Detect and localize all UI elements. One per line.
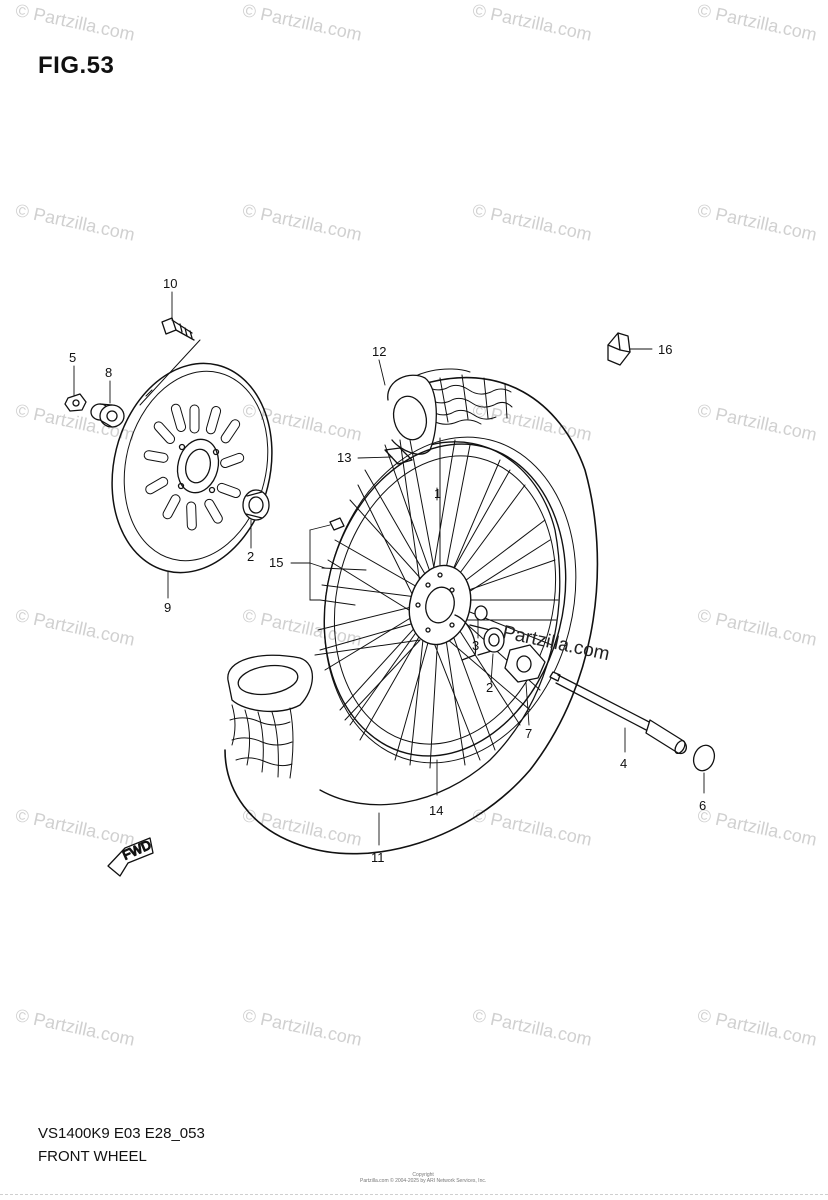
valve-cap <box>607 332 631 366</box>
bearing-right <box>483 627 505 653</box>
nut <box>64 393 87 412</box>
callout-5: 5 <box>69 350 76 365</box>
bearing-left <box>242 489 270 521</box>
valve-strip <box>384 447 413 465</box>
tire <box>224 368 599 855</box>
axle-cap <box>692 744 716 772</box>
callout-14: 14 <box>429 803 443 818</box>
callout-4: 4 <box>620 756 627 771</box>
callout-10: 10 <box>163 276 177 291</box>
callout-2-right: 2 <box>486 680 493 695</box>
front-axle <box>549 671 688 755</box>
disc-bolt <box>161 317 195 341</box>
callout-2-left: 2 <box>247 549 254 564</box>
spoke-nipple <box>319 517 367 606</box>
callout-12: 12 <box>372 344 386 359</box>
figure-title: FIG.53 <box>38 52 115 79</box>
callout-11: 11 <box>371 850 385 865</box>
callout-3: 3 <box>472 638 479 653</box>
copyright-line-1: Copyright <box>412 1172 434 1178</box>
bottom-rule <box>0 1194 828 1195</box>
leader-lines <box>73 291 705 846</box>
brake-disc <box>111 362 273 574</box>
callout-7: 7 <box>525 726 532 741</box>
axle-spacer <box>504 644 546 683</box>
rim <box>323 436 577 764</box>
figure-caption: FRONT WHEEL <box>38 1148 147 1165</box>
fwd-arrow-icon <box>107 837 154 877</box>
callout-labels: 10 5 8 9 2 12 13 15 1 3 2 7 4 6 14 11 16 <box>69 276 706 865</box>
callout-8: 8 <box>105 365 112 380</box>
collar <box>474 605 488 621</box>
model-code: VS1400K9 E03 E28_053 <box>38 1125 205 1142</box>
callout-9: 9 <box>164 600 171 615</box>
copyright-notice: Copyright Partzilla.com © 2004-2025 by A… <box>360 1172 486 1184</box>
hub <box>408 564 496 661</box>
callout-13: 13 <box>337 450 351 465</box>
callout-6: 6 <box>699 798 706 813</box>
spacer <box>90 403 125 428</box>
copyright-line-2: Partzilla.com © 2004-2025 by ARI Network… <box>360 1178 487 1184</box>
callout-15: 15 <box>269 555 283 570</box>
callout-16: 16 <box>658 342 672 357</box>
callout-1: 1 <box>434 486 441 501</box>
